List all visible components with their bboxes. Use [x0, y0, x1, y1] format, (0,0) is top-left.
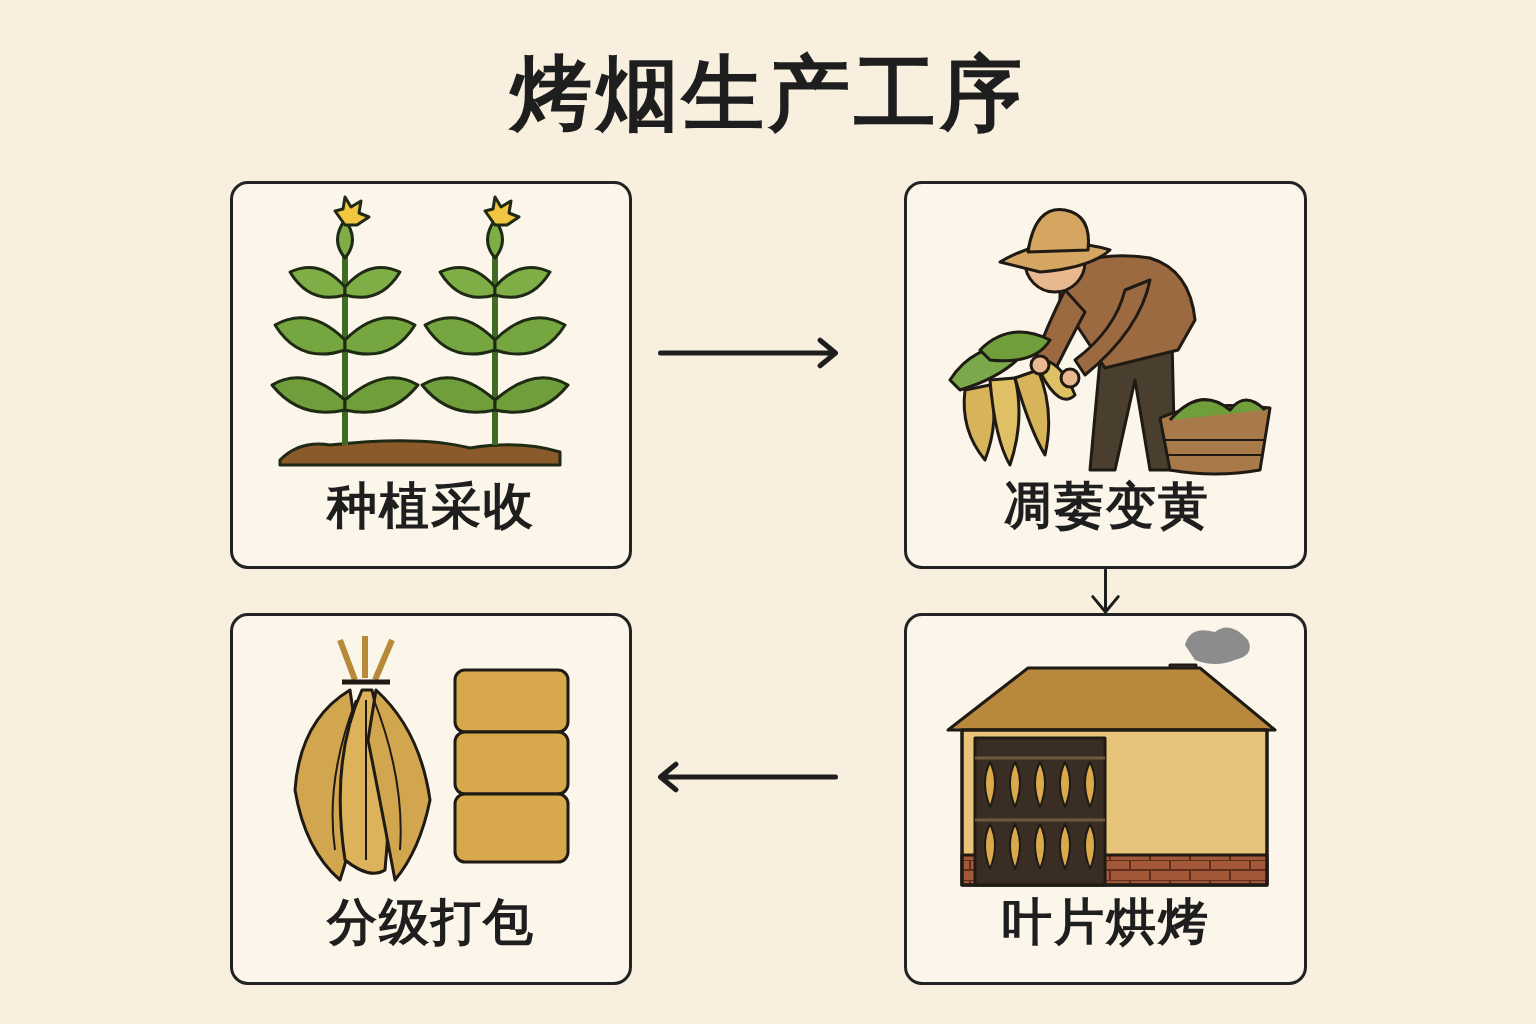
flow-arrow [661, 340, 836, 365]
farmer-figure [950, 210, 1270, 474]
process-box: 凋萎变黄 [904, 181, 1307, 569]
step-label: 分级打包 [327, 889, 535, 982]
process-box: 叶片烘烤 [904, 613, 1307, 985]
step-label: 叶片烘烤 [1002, 889, 1210, 982]
box-ground [230, 181, 632, 569]
tobacco-plants [272, 197, 568, 465]
box-ground [904, 181, 1307, 569]
process-box: 种植采收 [230, 181, 632, 569]
step-label: 凋萎变黄 [1002, 473, 1210, 566]
graded-bundle-and-bales [295, 636, 568, 880]
box-ground [230, 613, 632, 985]
curing-barn [948, 628, 1275, 886]
flow-arrow [661, 764, 836, 789]
step-label: 种植采收 [327, 473, 535, 566]
diagram-title: 烤烟生产工序 [0, 40, 1536, 150]
flow-arrow [1093, 570, 1118, 612]
box-ground [904, 613, 1307, 985]
process-box: 分级打包 [230, 613, 632, 985]
